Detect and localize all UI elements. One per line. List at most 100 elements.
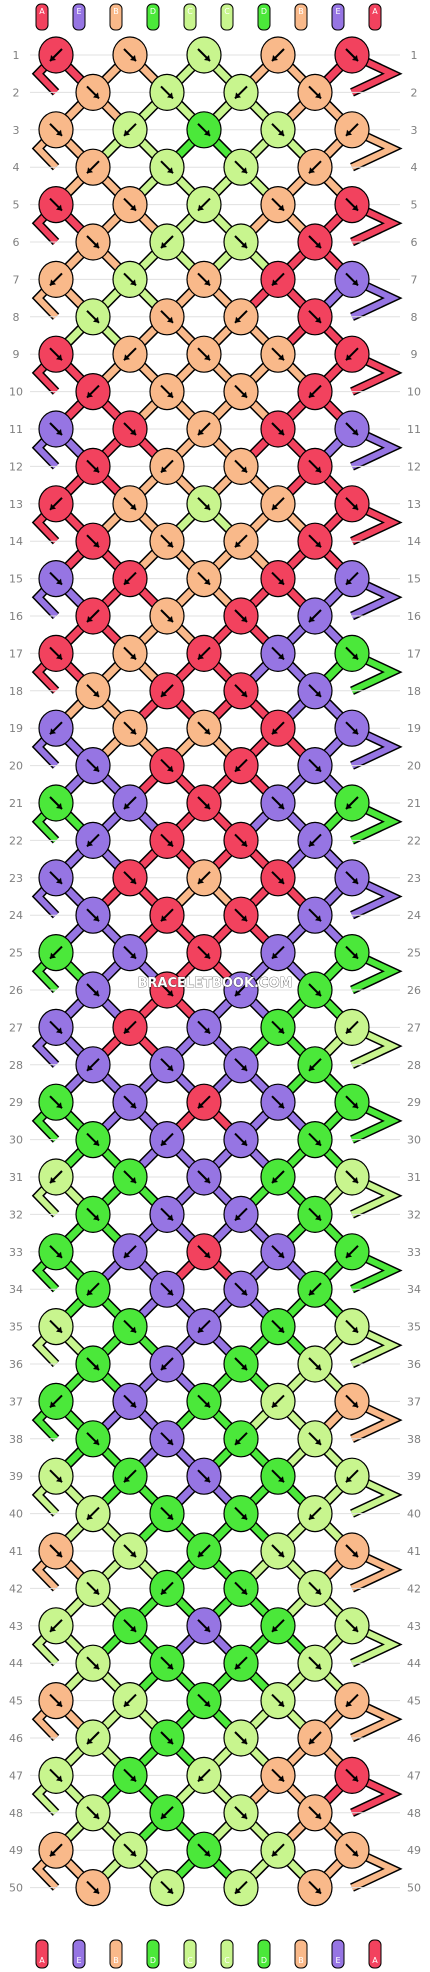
row-number-right: 36: [407, 1358, 421, 1371]
knot-arrowhead-icon: [309, 1738, 315, 1744]
row-number-right: 16: [407, 610, 421, 623]
row-number-left: 11: [9, 423, 23, 436]
knot-arrowhead-icon: [56, 877, 62, 884]
knot-arrowhead-icon: [87, 1289, 93, 1296]
string-tab-top: [109, 3, 123, 31]
knot-arrowhead-icon: [56, 429, 62, 435]
knot-arrowhead-icon: [204, 1401, 210, 1408]
string-tab-bottom: [368, 1939, 382, 1969]
row-number-right: 29: [407, 1096, 421, 1109]
row-number-left: 22: [9, 834, 23, 847]
row-number-left: 8: [13, 311, 20, 324]
knot-arrowhead-icon: [272, 55, 278, 61]
knot-arrowhead-icon: [130, 653, 136, 660]
knot-arrowhead-icon: [93, 1139, 99, 1146]
knot-arrowhead-icon: [235, 92, 241, 99]
knot-arrowhead-icon: [50, 1625, 56, 1632]
string-label-top: E: [335, 7, 340, 16]
knot-arrowhead-icon: [87, 167, 93, 174]
knot-arrowhead-icon: [272, 1625, 278, 1632]
knot-arrowhead-icon: [346, 1700, 352, 1707]
row-number-right: 40: [407, 1508, 421, 1521]
knot-arrowhead-icon: [352, 1177, 358, 1183]
row-number-left: 15: [9, 573, 23, 586]
row-number-right: 49: [407, 1844, 421, 1857]
knot-arrowhead-icon: [346, 1251, 352, 1258]
row-number-right: 5: [411, 199, 418, 212]
knot-arrowhead-icon: [87, 1738, 93, 1744]
row-number-right: 30: [407, 1134, 421, 1147]
row-number-left: 34: [9, 1283, 23, 1296]
knot-arrowhead-icon: [161, 242, 167, 248]
knot-arrowhead-icon: [241, 616, 247, 622]
row-number-left: 43: [9, 1620, 23, 1633]
knot-arrowhead-icon: [272, 1177, 278, 1183]
knot-arrowhead-icon: [278, 129, 284, 136]
knot-arrowhead-icon: [167, 1663, 173, 1670]
row-number-right: 17: [407, 647, 421, 660]
row-number-left: 18: [9, 685, 23, 698]
knot-arrowhead-icon: [272, 1401, 278, 1408]
knot-arrowhead-icon: [235, 316, 241, 323]
knot-arrowhead-icon: [93, 92, 99, 99]
knot-arrowhead-icon: [198, 1102, 204, 1109]
string-label-top: B: [298, 7, 304, 16]
row-number-right: 6: [411, 236, 418, 249]
row-number-left: 42: [9, 1582, 23, 1595]
row-number-left: 39: [9, 1470, 23, 1483]
knot-arrowhead-icon: [130, 204, 136, 211]
row-number-left: 48: [9, 1807, 23, 1820]
row-number-right: 45: [407, 1695, 421, 1708]
knot-arrowhead-icon: [56, 354, 62, 361]
string-label-bottom: D: [261, 1956, 267, 1965]
knot-arrowhead-icon: [346, 129, 352, 136]
knot-arrowhead-icon: [315, 316, 321, 323]
knot-arrowhead-icon: [130, 1625, 136, 1632]
knot-arrowhead-icon: [130, 952, 136, 959]
string-label-bottom: C: [224, 1956, 230, 1965]
knot-arrowhead-icon: [278, 1476, 284, 1483]
knot-arrowhead-icon: [352, 204, 358, 211]
string-tab-top: [35, 3, 49, 31]
knot-arrowhead-icon: [161, 690, 167, 697]
knot-arrowhead-icon: [50, 952, 56, 959]
knot-arrowhead-icon: [315, 915, 321, 922]
knot-arrowhead-icon: [235, 1663, 241, 1670]
knot-arrowhead-icon: [56, 1102, 62, 1109]
string-label-top: E: [76, 7, 81, 16]
knot-arrowhead-icon: [241, 1139, 247, 1146]
knot-arrowhead-icon: [241, 167, 247, 174]
knot-arrowhead-icon: [241, 242, 247, 248]
row-number-right: 11: [407, 423, 421, 436]
string-label-bottom: A: [39, 1956, 45, 1965]
knot-arrowhead-icon: [56, 1027, 62, 1034]
knot-arrowhead-icon: [130, 279, 136, 286]
knot-arrowhead-icon: [56, 129, 62, 136]
row-number-right: 37: [407, 1395, 421, 1408]
knot-arrowhead-icon: [93, 466, 99, 473]
row-number-right: 44: [407, 1657, 421, 1670]
row-number-left: 27: [9, 1021, 23, 1034]
knot-arrowhead-icon: [352, 55, 358, 61]
knot-arrowhead-icon: [315, 1139, 321, 1146]
knot-arrowhead-icon: [241, 915, 247, 922]
knot-arrowhead-icon: [167, 391, 173, 398]
row-number-left: 44: [9, 1657, 23, 1670]
knot-arrowhead-icon: [204, 55, 210, 61]
string-tab-top: [368, 3, 382, 31]
knot-arrowhead-icon: [56, 204, 62, 211]
row-number-right: 24: [407, 909, 421, 922]
row-number-right: 18: [407, 685, 421, 698]
knot-arrowhead-icon: [352, 429, 358, 435]
knot-arrowhead-icon: [198, 1551, 204, 1557]
row-number-left: 24: [9, 909, 23, 922]
row-number-left: 38: [9, 1433, 23, 1446]
row-number-right: 12: [407, 460, 421, 473]
knot-arrowhead-icon: [352, 952, 358, 959]
knot-arrowhead-icon: [50, 1401, 56, 1408]
knot-arrowhead-icon: [346, 578, 352, 585]
knot-arrowhead-icon: [309, 616, 315, 622]
knot-arrowhead-icon: [167, 92, 173, 99]
knot-arrowhead-icon: [204, 728, 210, 735]
knot-arrowhead-icon: [50, 503, 56, 510]
